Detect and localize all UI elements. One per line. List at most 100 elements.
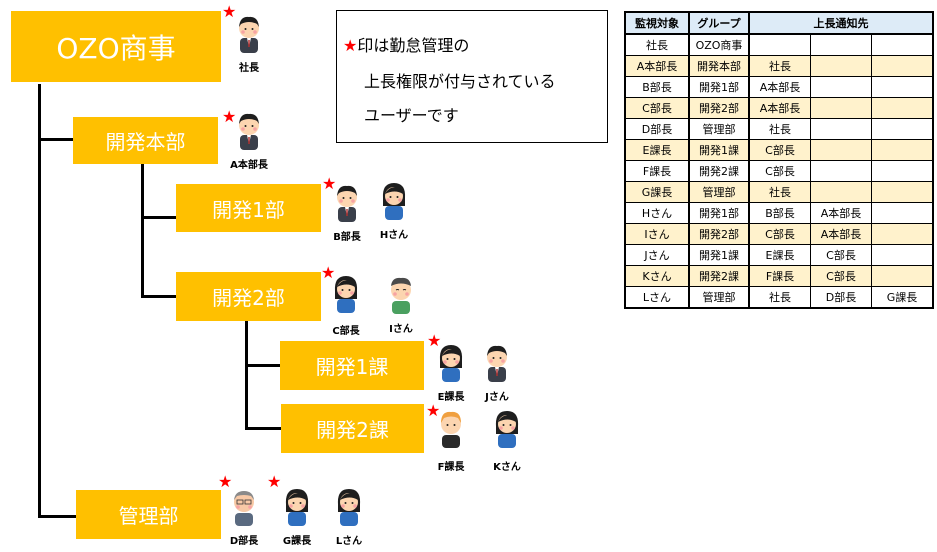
person-e-kacho: E課長 — [431, 342, 471, 403]
person-label: A本部長 — [230, 160, 268, 171]
table-row: G課長管理部社長 — [624, 181, 934, 203]
org-node-kanribu: 管理部 — [76, 490, 221, 539]
person-label: Jさん — [485, 392, 509, 403]
table-cell: 開発2部 — [688, 97, 750, 119]
star-icon: ★ — [222, 107, 237, 126]
person-shacho: 社長 — [229, 13, 269, 74]
table-cell — [871, 55, 934, 77]
table-row: D部長管理部社長 — [624, 118, 934, 140]
star-icon: ★ — [426, 401, 441, 420]
avatar — [334, 486, 364, 526]
table-cell: OZO商事 — [688, 33, 750, 56]
table-cell: 開発1部 — [688, 202, 750, 224]
table-row: A本部長開発本部社長 — [624, 55, 934, 77]
table-cell — [871, 181, 934, 203]
table-cell: 開発1部 — [688, 76, 750, 98]
table-cell: 開発1課 — [688, 244, 750, 266]
table-cell: 開発1課 — [688, 139, 750, 161]
connector-line — [141, 295, 177, 298]
table-cell: Kさん — [624, 265, 690, 287]
table-cell: Lさん — [624, 286, 690, 309]
table-cell: Hさん — [624, 202, 690, 224]
org-node-kaihatsu-1ka: 開発1課 — [280, 341, 424, 390]
table-cell — [871, 118, 934, 140]
table-cell — [871, 202, 934, 224]
avatar — [492, 408, 522, 448]
table-cell — [871, 223, 934, 245]
avatar — [332, 182, 362, 222]
person-k-san: Kさん — [487, 408, 527, 473]
table-cell: E課長 — [624, 139, 690, 161]
table-cell: 社長 — [748, 181, 811, 203]
table-cell: 社長 — [624, 33, 690, 56]
table-cell — [871, 244, 934, 266]
star-icon: ★ — [322, 174, 337, 193]
table-cell: F課長 — [748, 265, 811, 287]
table-cell: D部長 — [624, 118, 690, 140]
star-icon: ★ — [427, 331, 442, 350]
table-cell: C部長 — [624, 97, 690, 119]
table-cell — [871, 265, 934, 287]
table-cell — [810, 33, 872, 56]
star-icon: ★ — [218, 472, 233, 491]
table-cell: 開発2課 — [688, 265, 750, 287]
connector-line — [245, 427, 281, 430]
connector-line — [245, 364, 281, 367]
table-cell: 開発本部 — [688, 55, 750, 77]
connector-line — [38, 515, 78, 518]
org-node-kaihatsu-2bu: 開発2部 — [176, 272, 321, 321]
table-cell: E課長 — [748, 244, 811, 266]
table-cell: A本部長 — [748, 97, 811, 119]
avatar — [386, 274, 416, 314]
table-cell: 社長 — [748, 286, 811, 309]
table-cell: C部長 — [748, 223, 811, 245]
person-label: E課長 — [437, 392, 465, 403]
avatar — [482, 342, 512, 382]
legend-line-1: ★印は勤怠管理の — [343, 32, 469, 56]
person-a-honbucho: A本部長 — [226, 110, 272, 171]
star-icon: ★ — [321, 263, 336, 282]
org-node-kaihatsu-honbu: 開発本部 — [73, 117, 218, 164]
star-icon: ★ — [267, 472, 282, 491]
table-cell: B部長 — [748, 202, 811, 224]
table-cell: C部長 — [748, 139, 811, 161]
table-cell — [810, 139, 872, 161]
person-label: 社長 — [239, 63, 259, 74]
connector-line — [245, 320, 248, 430]
person-b-bucho: B部長 — [327, 182, 367, 243]
table-cell — [810, 160, 872, 182]
person-i-san: Iさん — [381, 274, 421, 335]
person-f-kacho: F課長 — [431, 408, 471, 473]
table-cell: C部長 — [810, 244, 872, 266]
legend-line-2: 上長権限が付与されている — [364, 72, 556, 91]
table-cell — [810, 118, 872, 140]
table-cell — [871, 33, 934, 56]
table-cell: 社長 — [748, 118, 811, 140]
table-cell: Jさん — [624, 244, 690, 266]
table-cell: A本部長 — [624, 55, 690, 77]
avatar — [282, 486, 312, 526]
table-cell: 開発2部 — [688, 223, 750, 245]
person-h-san: Hさん — [374, 180, 414, 241]
avatar — [436, 342, 466, 382]
person-d-bucho: D部長 — [224, 486, 264, 547]
person-label: D部長 — [229, 536, 259, 547]
connector-line — [141, 216, 177, 219]
header-target: 監視対象 — [624, 11, 690, 35]
avatar — [436, 408, 466, 448]
table-cell: G課長 — [871, 286, 934, 309]
star-icon: ★ — [222, 2, 237, 21]
legend-text: 印は勤怠管理の — [357, 36, 470, 55]
avatar — [234, 110, 264, 150]
header-notify: 上長通知先 — [748, 11, 934, 35]
connector-line — [38, 84, 41, 518]
